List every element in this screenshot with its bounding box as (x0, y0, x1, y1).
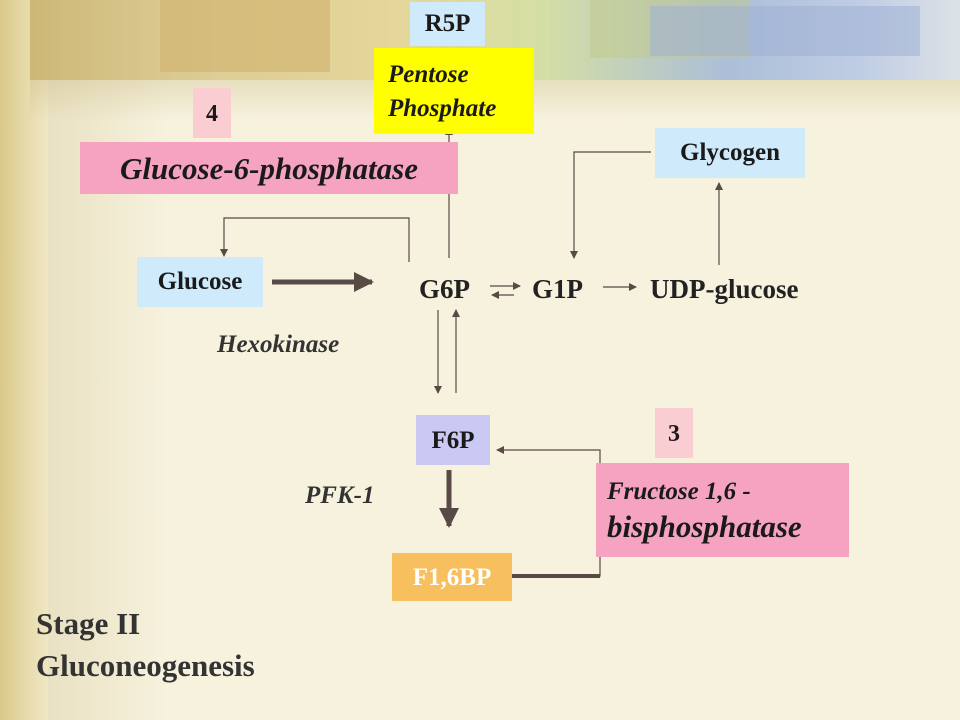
f16bp-box: F1,6BP (392, 553, 512, 601)
step-4-badge: 4 (193, 88, 231, 138)
fructose-bisphosphatase-box: Fructose 1,6 - bisphosphatase (596, 463, 849, 557)
hexokinase-label: Hexokinase (217, 331, 340, 358)
fbpase-arrow (496, 446, 601, 577)
bisphosphatase-label: bisphosphatase (607, 509, 802, 544)
udp-glucose-label: UDP-glucose (650, 274, 799, 304)
glucose-6-phosphatase-box: Glucose-6-phosphatase (80, 142, 458, 194)
glucose-6-phosphatase-arrow (220, 217, 410, 262)
pentose-phosphate-box: Pentose Phosphate (374, 48, 534, 134)
pentose-label: Pentose (388, 61, 469, 88)
glucose-box: Glucose (137, 257, 263, 307)
fructose-label: Fructose 1,6 - (607, 478, 751, 505)
slide-title-line1: Stage II (36, 606, 141, 641)
phosphate-label: Phosphate (388, 95, 497, 122)
slide-title-line2: Gluconeogenesis (36, 648, 255, 683)
step-3-badge: 3 (655, 408, 693, 458)
background-left-strip (0, 0, 48, 720)
pfk1-label: PFK-1 (305, 482, 375, 509)
g1p-label: G1P (532, 274, 583, 304)
f6p-box: F6P (416, 415, 490, 465)
background-fade (48, 0, 168, 720)
g6p-label: G6P (419, 274, 470, 304)
decorative-banner (30, 0, 960, 80)
glycogen-box: Glycogen (655, 128, 805, 178)
glycogen-to-g1p-arrow (570, 151, 651, 259)
r5p-box: R5P (410, 2, 485, 46)
